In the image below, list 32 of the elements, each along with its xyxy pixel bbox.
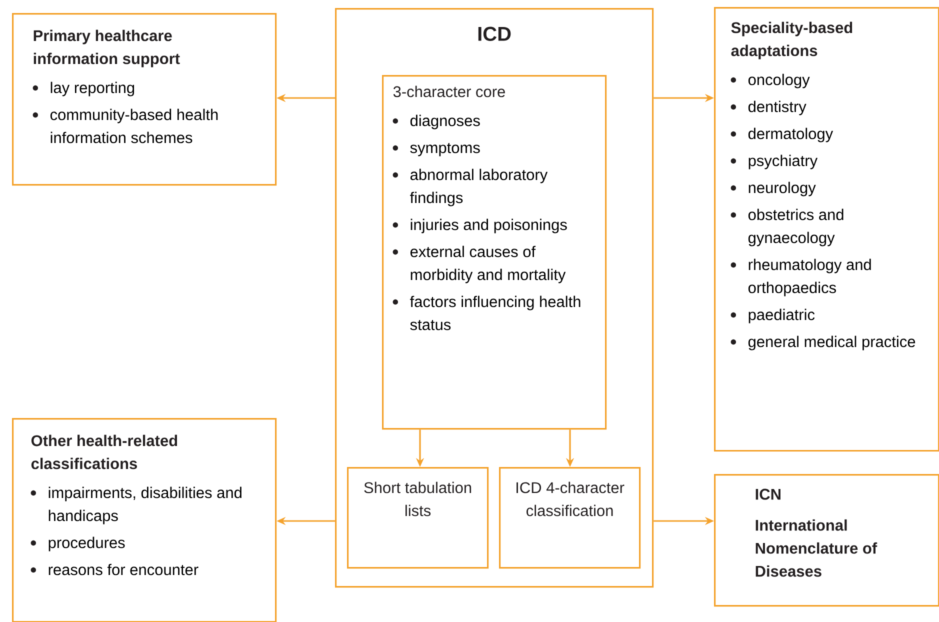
- text-box: [12, 418, 277, 622]
- bullet-item: psychiatry: [748, 154, 818, 170]
- bullet-item: neurology: [748, 182, 816, 196]
- classification-box: [335, 8, 654, 588]
- heading: 3-character core: [393, 86, 505, 98]
- label-text: ICD 4-character classification: [516, 482, 624, 516]
- text-box: [347, 467, 489, 569]
- bullet-item: dermatology: [748, 128, 834, 142]
- label-text: Short tabulation lists: [364, 482, 472, 516]
- bullet-item: paediatric: [748, 308, 815, 324]
- bullet-item: general medical practice: [748, 336, 916, 350]
- bullet-item: symptoms: [410, 143, 480, 156]
- text-box: [714, 7, 939, 452]
- bullet-item: community-based health information schemes: [50, 108, 218, 144]
- bullet-item: oncology: [748, 74, 810, 88]
- text-box: [499, 467, 641, 569]
- bullet-item: lay reporting: [50, 82, 134, 96]
- bullet-item: diagnoses: [410, 114, 480, 130]
- heading: Speciality-based adaptations: [731, 22, 852, 60]
- text-box: [714, 474, 939, 607]
- bullet-item: reasons for encounter: [48, 564, 198, 576]
- heading: International Nomenclature of Diseases: [756, 519, 878, 577]
- heading: Other health-related classifications: [31, 434, 178, 470]
- text-box: [12, 13, 277, 186]
- heading: Primary healthcare information support: [34, 30, 180, 68]
- bullet-item: procedures: [48, 536, 125, 552]
- bullet-item: injuries and poisonings: [410, 218, 567, 234]
- heading: ICD: [478, 26, 511, 41]
- bullet-item: factors influencing health status: [410, 296, 580, 330]
- bullet-item: dentistry: [748, 100, 806, 116]
- heading: ICN: [756, 488, 780, 500]
- text-box: [382, 75, 607, 430]
